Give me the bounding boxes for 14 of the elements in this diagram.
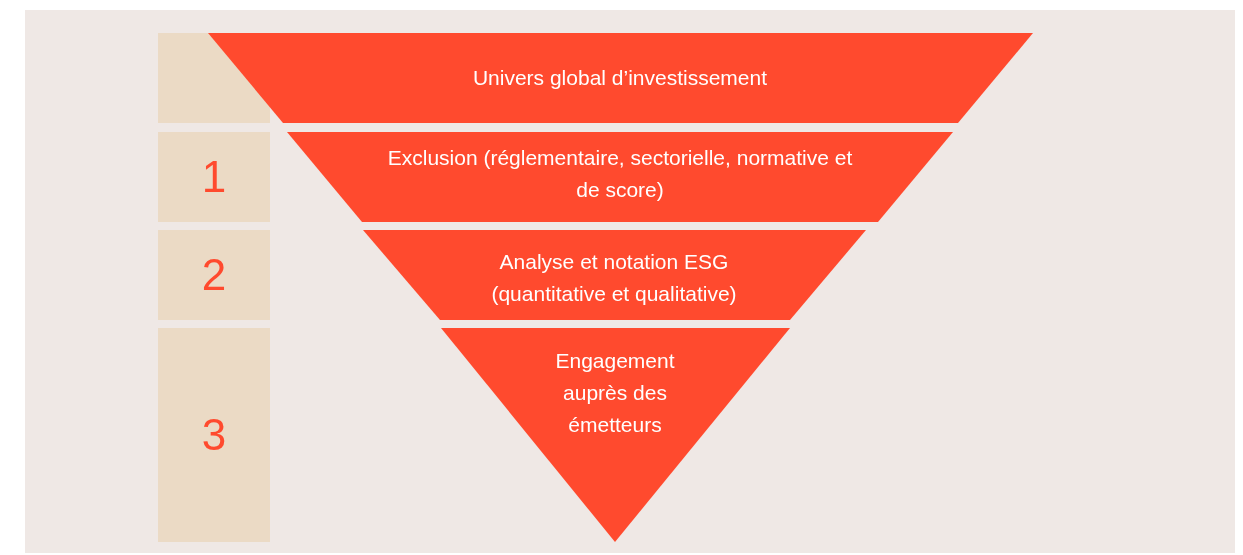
step-number: 1 (201, 152, 227, 202)
step-number: 3 (201, 410, 227, 460)
funnel-band (441, 328, 790, 542)
step-number: 2 (201, 250, 227, 300)
band-label: Univers global d’investissement (471, 65, 769, 91)
band-label: Analyse et notation ESG (quantitative et qualitative) (490, 249, 738, 307)
step-box (158, 328, 270, 542)
step-box (158, 132, 270, 222)
funnel-band (287, 132, 953, 222)
funnel-band (208, 33, 1033, 123)
step-box (158, 230, 270, 320)
band-label: Engagement auprès des émetteurs (554, 348, 676, 438)
band-label: Exclusion (réglementaire, sectorielle, normative et de score) (386, 145, 854, 203)
funnel-band (363, 230, 866, 320)
